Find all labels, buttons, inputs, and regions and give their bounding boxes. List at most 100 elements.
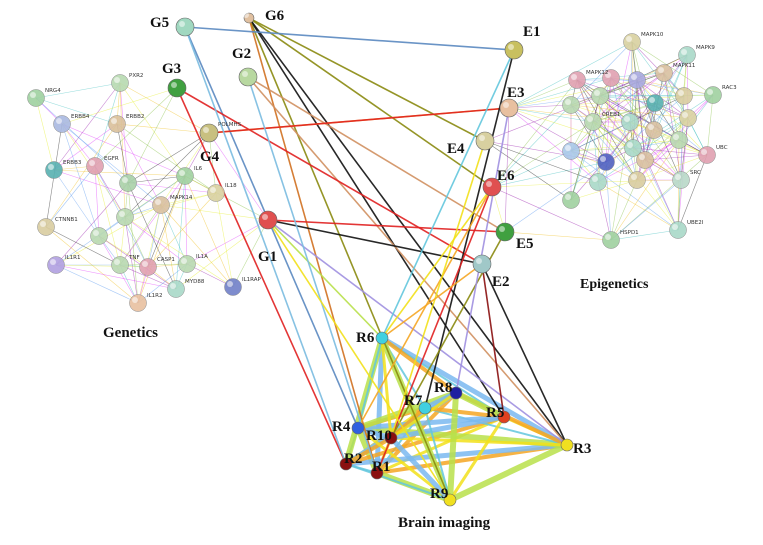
gene-node (139, 258, 157, 276)
gene-label: CASP1 (157, 257, 175, 263)
mesh-edge (208, 132, 269, 221)
gene-label: UBC (716, 145, 728, 151)
mesh-edge (570, 95, 685, 106)
label-R3: R3 (573, 441, 591, 457)
gene-node-highlight (56, 118, 62, 124)
node-R4 (351, 421, 365, 435)
cross-edge (248, 17, 486, 142)
node-R7 (418, 401, 432, 415)
node-E4-highlight (479, 135, 485, 141)
mesh-edge (592, 79, 638, 123)
mesh-edge (124, 216, 234, 288)
mesh-edge (610, 121, 631, 241)
label-E1: E1 (523, 24, 541, 40)
gene-node (698, 146, 716, 164)
node-G4 (199, 123, 219, 143)
gene-node (27, 89, 45, 107)
mesh-edge (98, 235, 177, 290)
gene-label: CREB1 (602, 112, 620, 118)
gene-node-highlight (673, 134, 679, 140)
gene-node-highlight (571, 74, 577, 80)
mesh-edge (160, 204, 269, 221)
gene-node (602, 231, 620, 249)
node-G3-highlight (171, 82, 177, 88)
mesh-edge (53, 169, 186, 177)
cross-edge (176, 87, 347, 465)
mesh-edge (208, 132, 217, 194)
mesh-edge (576, 72, 665, 81)
mesh-edge (636, 139, 680, 181)
gene-node-highlight (114, 77, 120, 83)
gene-node (672, 171, 690, 189)
gene-node (129, 294, 147, 312)
mesh-edge (116, 123, 217, 194)
mesh-edge (94, 165, 100, 237)
brain-edge (380, 336, 458, 395)
node-E1 (504, 40, 524, 60)
mesh-edge (53, 169, 100, 237)
gene-node (568, 71, 586, 89)
mesh-edge (629, 121, 708, 156)
node-G5-highlight (179, 21, 185, 27)
mesh-edge (597, 181, 612, 241)
mesh-edge (597, 121, 631, 183)
gene-node-highlight (170, 283, 176, 289)
gene-node-highlight (48, 164, 54, 170)
mesh-edge (605, 41, 633, 163)
mesh-edge (491, 79, 578, 188)
mesh-edge (504, 161, 607, 233)
mesh-edge (94, 165, 126, 218)
mesh-edge (636, 79, 708, 156)
gene-node (669, 221, 687, 239)
gene-node (53, 115, 71, 133)
mesh-edge (631, 41, 714, 96)
cross-edge (176, 87, 483, 265)
gene-node (86, 157, 104, 175)
mesh-edge (592, 121, 599, 183)
mesh-edge (592, 95, 685, 123)
gene-node-highlight (701, 149, 707, 155)
mesh-edge (491, 181, 599, 188)
node-G6-highlight (243, 12, 249, 18)
gene-node-highlight (119, 211, 125, 217)
mesh-edge (605, 77, 612, 163)
brain-edge (388, 414, 507, 441)
mesh-edge (508, 104, 572, 109)
gene-label: MYD88 (185, 279, 205, 285)
mesh-edge (45, 123, 118, 228)
gene-node-highlight (631, 174, 637, 180)
gene-node-highlight (565, 99, 571, 105)
gene-node-highlight (605, 234, 611, 240)
mesh-edge (570, 147, 634, 152)
gene-label: IL1R2 (147, 293, 163, 299)
gene-node (645, 121, 663, 139)
brain-edge (448, 415, 506, 502)
cross-edge (247, 76, 378, 474)
epigenetics-title: Epigenetics (580, 277, 649, 292)
mesh-edge (61, 123, 96, 167)
gene-node-highlight (626, 36, 632, 42)
mesh-edge (35, 82, 121, 99)
node-G1-highlight (262, 214, 268, 220)
gene-node (108, 115, 126, 133)
gene-node-highlight (565, 194, 571, 200)
node-G5 (175, 17, 195, 37)
node-G4-highlight (203, 127, 209, 133)
mesh-edge (61, 87, 178, 125)
mesh-edge (175, 175, 186, 290)
cross-edge (248, 17, 568, 446)
mesh-edge (570, 72, 665, 152)
mesh-edge (53, 82, 121, 171)
mesh-edge (491, 186, 612, 241)
gene-node-highlight (594, 90, 600, 96)
gene-node (47, 256, 65, 274)
label-G1: G1 (258, 249, 277, 265)
gene-node (646, 94, 664, 112)
mesh-edge (127, 182, 139, 304)
mesh-edge (570, 121, 594, 201)
main-nodes (167, 12, 574, 507)
mesh-edge (184, 175, 234, 288)
brain-edge (453, 390, 507, 420)
gene-node (623, 33, 641, 51)
